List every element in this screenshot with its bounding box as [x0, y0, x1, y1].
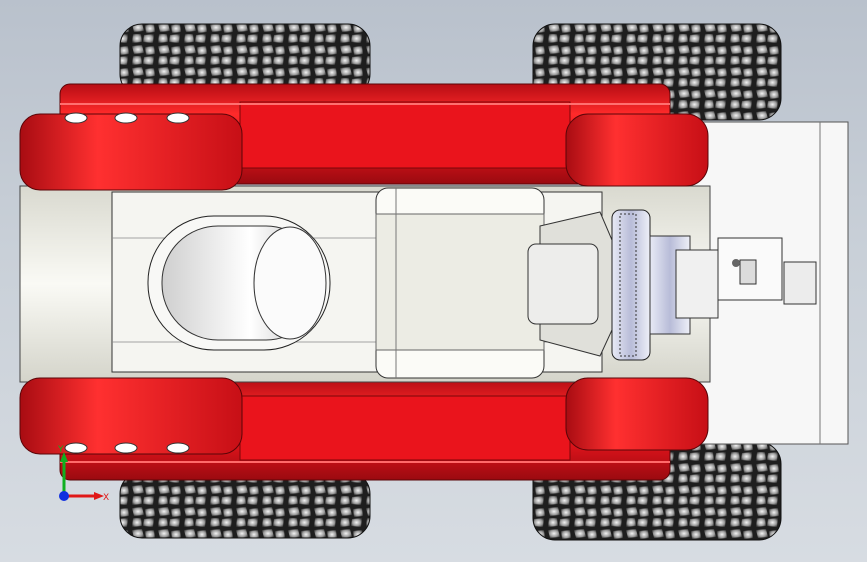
gripper	[675, 237, 817, 319]
arm-block	[375, 187, 545, 379]
rear-roller-bottom	[565, 377, 709, 451]
front-roller-top	[19, 112, 243, 191]
front-cylinder	[147, 215, 331, 351]
x-axis-label: X	[103, 493, 109, 503]
y-axis-label: Y	[57, 445, 64, 455]
coordinate-triad: Y X	[57, 445, 109, 503]
front-roller-bottom	[19, 377, 243, 455]
tire-front-right	[119, 471, 371, 539]
rear-roller-top	[565, 113, 709, 187]
